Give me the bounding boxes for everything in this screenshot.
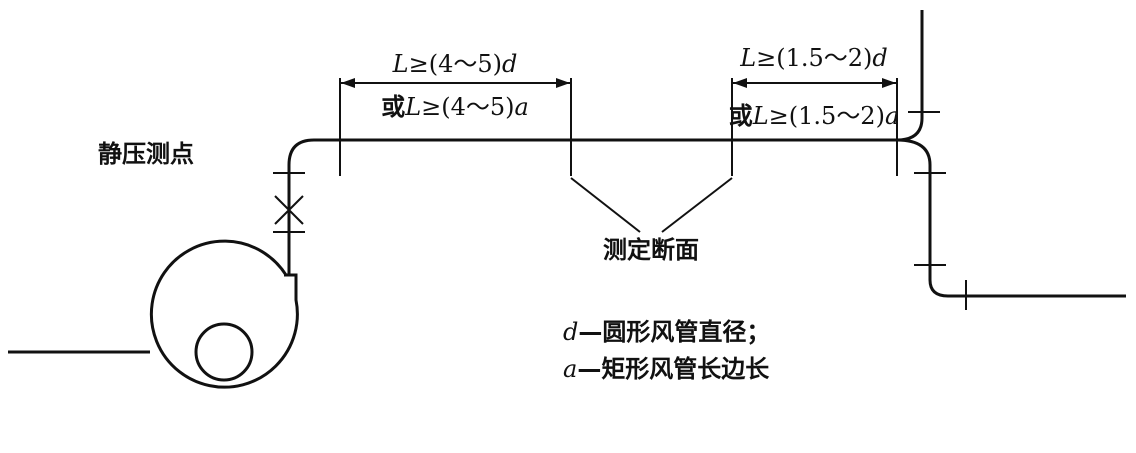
fan-casing	[149, 239, 299, 389]
left-dim-arrow-end	[556, 78, 570, 88]
left-dim-arrow-start	[341, 78, 355, 88]
section-leader-left	[570, 177, 641, 233]
left-dim-top-label: L≥(4～5)d	[392, 50, 518, 78]
right-dim-bottom-label: 或L≥(1.5～2)a	[729, 102, 900, 130]
main-duct-line	[287, 10, 924, 166]
static-pressure-point-label: 静压测点	[98, 140, 194, 168]
right-branch-duct-line	[896, 138, 1126, 298]
legend-line-a: a—矩形风管长边长	[563, 355, 770, 383]
section-leader-right	[661, 177, 733, 233]
measurement-section-label: 测定断面	[603, 236, 699, 264]
left-dim-bottom-label: 或L≥(4～5)a	[381, 93, 529, 121]
right-dim-arrow-end	[882, 78, 896, 88]
right-dim-arrow-start	[733, 78, 747, 88]
right-dim-top-label: L≥(1.5～2)d	[739, 44, 888, 72]
legend-line-d: d—圆形风管直径；	[563, 318, 770, 346]
fan-impeller	[194, 322, 254, 382]
valve-cross-b	[274, 195, 304, 225]
